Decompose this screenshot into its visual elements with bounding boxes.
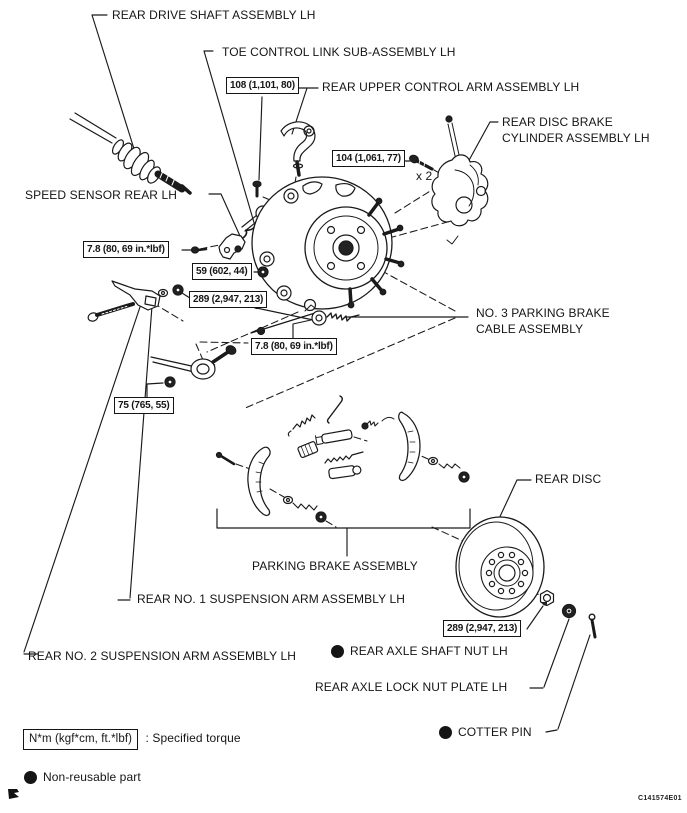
torque-box-no2-arm-nut: 289 (2,947, 213) [189, 291, 268, 308]
cotter-pin-art [588, 613, 597, 639]
no1-suspension-arm-art [150, 345, 237, 388]
torque-box-caliper-bolt: 104 (1,061, 77) [332, 150, 405, 167]
torque-box-speed-sensor-bolt: 7.8 (80, 69 in.*lbf) [83, 241, 169, 258]
label-rear-drive-shaft: REAR DRIVE SHAFT ASSEMBLY LH [112, 8, 316, 22]
label-toe-control-link: TOE CONTROL LINK SUB-ASSEMBLY LH [222, 45, 456, 59]
toe-link-nut-art [257, 266, 269, 278]
label-axle-shaft-nut-text: REAR AXLE SHAFT NUT LH [350, 644, 508, 658]
brake-caliper-art [431, 115, 489, 245]
legend-torque-unit-box: N*m (kgf*cm, ft.*lbf) [23, 729, 139, 750]
rear-disc-art [455, 516, 545, 618]
non-reusable-bullet-icon [331, 645, 344, 658]
torque-box-upper-arm-bolt: 108 (1,101, 80) [226, 77, 299, 94]
caliper-bolt-qty: x 2 [416, 169, 433, 183]
label-axle-shaft-nut: REAR AXLE SHAFT NUT LH [331, 644, 508, 659]
torque-box-no1-arm-nut: 75 (765, 55) [114, 397, 174, 414]
caliper-bolt-art [409, 154, 434, 171]
upper-arm-bolt-art [252, 180, 262, 198]
label-disc-brake-cylinder: REAR DISC BRAKE CYLINDER ASSEMBLY LH [502, 114, 650, 146]
label-axle-lock-nut-plate: REAR AXLE LOCK NUT PLATE LH [315, 680, 508, 694]
legend-torque: N*m (kgf*cm, ft.*lbf) : Specified torque [23, 729, 241, 750]
label-cotter-pin: COTTER PIN [439, 725, 532, 740]
drive-shaft-art [69, 112, 192, 195]
figure-code: C141574E01 [638, 795, 682, 802]
label-parking-brake-cable-line1: NO. 3 PARKING BRAKE [476, 306, 610, 320]
label-upper-control-arm: REAR UPPER CONTROL ARM ASSEMBLY LH [322, 80, 580, 94]
sensor-bolt-art [190, 246, 208, 254]
label-rear-disc: REAR DISC [535, 472, 602, 486]
non-reusable-bullet-icon [24, 771, 37, 784]
legend-non-reusable: Non-reusable part [24, 770, 141, 785]
lock-nut-plate-art [561, 603, 577, 619]
legend-non-reusable-text: Non-reusable part [43, 770, 141, 784]
label-parking-brake-cable-line2: CABLE ASSEMBLY [476, 322, 584, 336]
speed-sensor-art [218, 225, 256, 260]
torque-box-axle-shaft-nut: 289 (2,947, 213) [443, 620, 522, 637]
no2-suspension-arm-art [87, 280, 184, 322]
label-disc-brake-cylinder-line2: CYLINDER ASSEMBLY LH [502, 131, 650, 145]
label-parking-brake-assembly: PARKING BRAKE ASSEMBLY [252, 559, 418, 573]
axle-hub-backing-plate-art [251, 176, 405, 312]
parking-brake-shoes-art [215, 395, 471, 529]
label-parking-brake-cable: NO. 3 PARKING BRAKE CABLE ASSEMBLY [476, 305, 610, 337]
axle-shaft-nut-art [539, 589, 555, 607]
leader-lines [23, 14, 591, 733]
label-no1-suspension-arm: REAR NO. 1 SUSPENSION ARM ASSEMBLY LH [137, 592, 406, 606]
torque-box-toe-link-nut: 59 (602, 44) [192, 263, 252, 280]
parking-brake-cable-art [246, 300, 360, 336]
parking-brake-bracket-line [216, 508, 471, 529]
upper-control-arm-art [280, 121, 316, 177]
label-disc-brake-cylinder-line1: REAR DISC BRAKE [502, 115, 613, 129]
label-cotter-pin-text: COTTER PIN [458, 725, 532, 739]
label-no2-suspension-arm: REAR NO. 2 SUSPENSION ARM ASSEMBLY LH [28, 649, 297, 663]
non-reusable-bullet-icon [439, 726, 452, 739]
torque-box-cable-clamp-bolt: 7.8 (80, 69 in.*lbf) [251, 338, 337, 355]
label-speed-sensor: SPEED SENSOR REAR LH [25, 188, 178, 202]
legend-torque-meaning: : Specified torque [145, 731, 241, 745]
scan-artifact [8, 789, 19, 799]
